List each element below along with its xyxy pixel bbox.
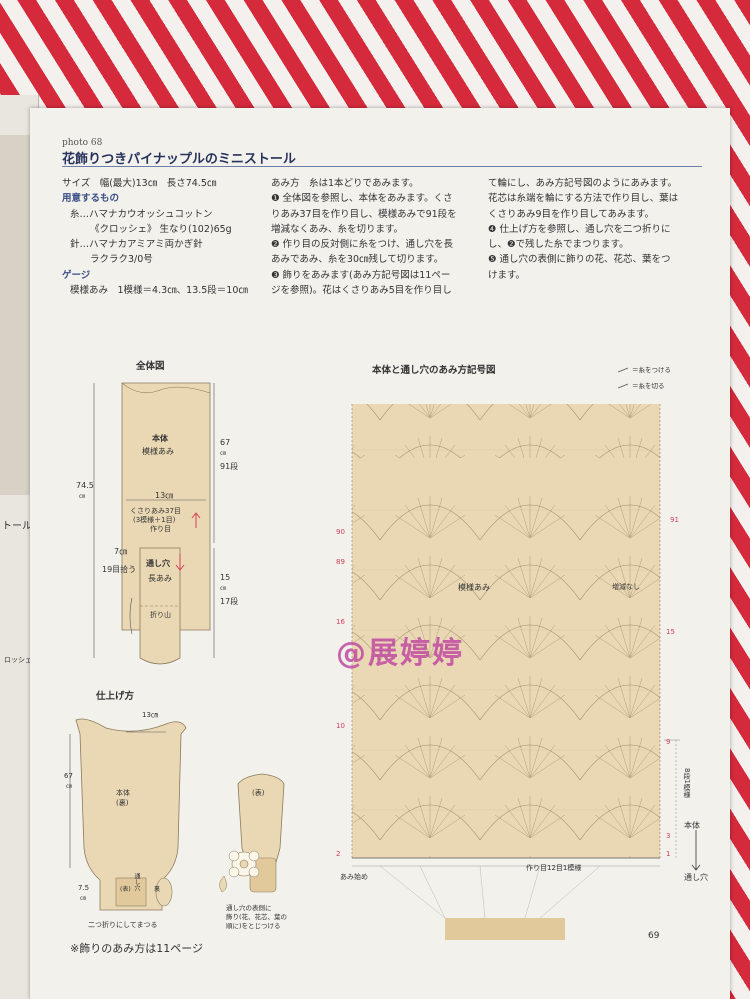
- pattern-page: photo 68 花飾りつきパイナップルのミニストール サイズ 幅(最大)13㎝…: [30, 108, 730, 999]
- start-label: あみ始め: [340, 873, 368, 881]
- gauge-line: 模様あみ 1模様＝4.3㎝、13.5段＝10㎝: [70, 285, 248, 297]
- hole-label: 通し穴: [146, 559, 170, 568]
- materials-heading: 用意するもの: [62, 193, 120, 205]
- stitch-chart-title: 本体と通し穴のあみ方記号図: [372, 365, 496, 376]
- pickup-stitches: 19目拾う: [102, 565, 137, 574]
- finish-decor-note: 通し穴の表側に: [226, 904, 272, 912]
- finishing-diagram: 仕上げ方 13㎝ 本体 (裏) 67 ㎝ 7.5 ㎝ (表) 裏 通し穴 二つ折…: [64, 688, 306, 938]
- hole-rows: 17段: [220, 597, 239, 606]
- row-number: 2: [336, 850, 341, 858]
- fold-label: 折り山: [150, 611, 171, 619]
- finish-hole-height: 7.5: [78, 884, 90, 892]
- chain-detail: (3模様＋1目): [133, 516, 176, 524]
- repeat-label: 8段1模様: [683, 768, 691, 798]
- instruction-line: くさりあみ9目を作り目してあみます。: [488, 208, 655, 220]
- facing-page-text: トール: [2, 521, 32, 532]
- instruction-line: あみ方 糸は1本どりであみます。: [271, 178, 419, 189]
- body-height-unit: ㎝: [220, 450, 227, 457]
- overall-diagram-title: 全体図: [136, 361, 165, 372]
- materials-column: サイズ 幅(最大)13㎝ 長さ74.5㎝ 用意するもの 糸…ハマナカウオッシュコ…: [62, 176, 248, 298]
- instructions-column-1: あみ方 糸は1本どりであみます。 ❶ 全体図を参照し、本体をあみます。くさ りあ…: [271, 176, 457, 298]
- row-number: 89: [336, 558, 345, 566]
- body-marker: 本体: [684, 821, 700, 830]
- body-label: 本体: [152, 434, 168, 443]
- footer-note: ※飾りのあみ方は11ページ: [70, 942, 203, 955]
- finish-decor-note: 順に)をとじつける: [226, 922, 281, 930]
- instructions-column-2: て輪にし、あみ方記号図のようにあみます。 花芯は糸端を輪にする方法で作り目し、葉…: [488, 176, 678, 283]
- page-number: 69: [648, 931, 660, 941]
- finish-width: 13㎝: [142, 711, 158, 719]
- finish-height-unit: ㎝: [66, 783, 73, 790]
- finish-height: 67: [64, 772, 73, 780]
- yarn-line: 《クロッシェ》 生なり(102)65g: [90, 223, 232, 235]
- photo-number: photo 68: [62, 138, 103, 148]
- pickup-width: 7㎝: [114, 547, 128, 556]
- legend-cut: ＝糸を切る: [632, 382, 665, 390]
- instruction-line: ❶ 全体図を参照し、本体をあみます。くさ: [271, 193, 453, 205]
- hole-height-unit: ㎝: [220, 585, 227, 592]
- row-number: 15: [666, 628, 675, 636]
- needle-line: ラクラク3/0号: [90, 254, 153, 266]
- finish-hole-unit: ㎝: [80, 895, 87, 902]
- finish-front-label: (表): [252, 789, 265, 797]
- finish-front: (表): [120, 886, 131, 893]
- finish-hole: 通し穴: [133, 873, 140, 891]
- row-number: 16: [336, 618, 345, 626]
- legend-join: ＝糸をつける: [632, 366, 671, 374]
- row-number: 3: [666, 832, 671, 840]
- finish-back-side: 裏: [154, 886, 161, 893]
- gauge-heading: ゲージ: [62, 269, 91, 281]
- instruction-line: あみであみ、糸を30㎝残して切ります。: [271, 254, 444, 266]
- row-number: 9: [666, 738, 671, 746]
- row-number: 91: [670, 516, 679, 524]
- size-line: サイズ 幅(最大)13㎝ 長さ74.5㎝: [62, 178, 217, 189]
- watermark: @展婷婷: [336, 636, 464, 671]
- total-length: 74.5: [76, 481, 94, 490]
- finish-note: 二つ折りにしてまつる: [88, 921, 158, 929]
- facing-page-text: ロッシェ): [4, 656, 35, 664]
- stitch-chart: 本体と通し穴のあみ方記号図 ＝糸をつける ＝糸を切る: [280, 360, 730, 940]
- row-number: 90: [336, 528, 345, 536]
- instruction-line: 増減なくあみ、糸を切ります。: [271, 223, 404, 235]
- instruction-line: ❺ 通し穴の表側に飾りの花、花芯、葉をつ: [488, 254, 671, 266]
- title-rule: [62, 166, 702, 167]
- foundation-label: 作り目: [150, 525, 171, 533]
- instruction-line: ❹ 仕上げ方を参照し、通し穴を二つ折りに: [488, 223, 671, 235]
- chain-label: くさりあみ37目: [130, 507, 181, 515]
- overall-diagram: 全体図 本体 模様あみ 13㎝ くさりあみ37目 (3模様＋1目) 作り目 67…: [70, 358, 260, 678]
- instruction-line: て輪にし、あみ方記号図のようにあみます。: [488, 178, 678, 189]
- finish-decor-note: 飾り(花、花芯、葉の: [226, 913, 288, 921]
- row-number: 10: [336, 722, 345, 730]
- foundation-label: 作り目12目1模様: [526, 864, 582, 872]
- width-label: 13㎝: [155, 491, 174, 500]
- instruction-line: 花芯は糸端を輪にする方法で作り目し、葉は: [488, 193, 679, 205]
- finish-body: 本体: [116, 789, 130, 797]
- instruction-line: けます。: [488, 269, 526, 281]
- hole-marker: 通し穴: [684, 873, 708, 882]
- overall-diagram-drawing: [93, 382, 215, 665]
- instruction-line: ジを参照)。花はくさりあみ5目を作り目し: [271, 285, 452, 297]
- dc-label: 長あみ: [148, 574, 172, 583]
- yarn-line: 糸…ハマナカウオッシュコットン: [70, 208, 213, 220]
- body-rows: 91段: [220, 462, 239, 471]
- hole-height: 15: [220, 573, 231, 582]
- row-number: 1: [666, 850, 671, 858]
- instruction-line: ❸ 飾りをあみます(あみ方記号図は11ペー: [271, 269, 451, 281]
- total-length-unit: ㎝: [79, 493, 86, 500]
- no-change-label: 増減なし: [612, 583, 640, 591]
- pattern-region-label: 模様あみ: [458, 583, 490, 592]
- instruction-line: ❷ 作り目の反対側に糸をつけ、通し穴を長: [271, 239, 454, 251]
- pattern-title: 花飾りつきパイナップルのミニストール: [62, 152, 296, 167]
- body-height: 67: [220, 438, 231, 447]
- instruction-line: し、❷で残した糸でまつります。: [488, 239, 629, 251]
- finishing-title: 仕上げ方: [96, 691, 135, 702]
- stitch-chart-drawing: [351, 367, 701, 940]
- pattern-label: 模様あみ: [142, 447, 174, 456]
- needle-line: 針…ハマナカアミアミ両かぎ針: [70, 239, 203, 251]
- finishing-drawing: [69, 718, 285, 911]
- instruction-line: りあみ37目を作り目し、模様あみで91段を: [271, 208, 457, 220]
- finish-back: (裏): [116, 799, 129, 807]
